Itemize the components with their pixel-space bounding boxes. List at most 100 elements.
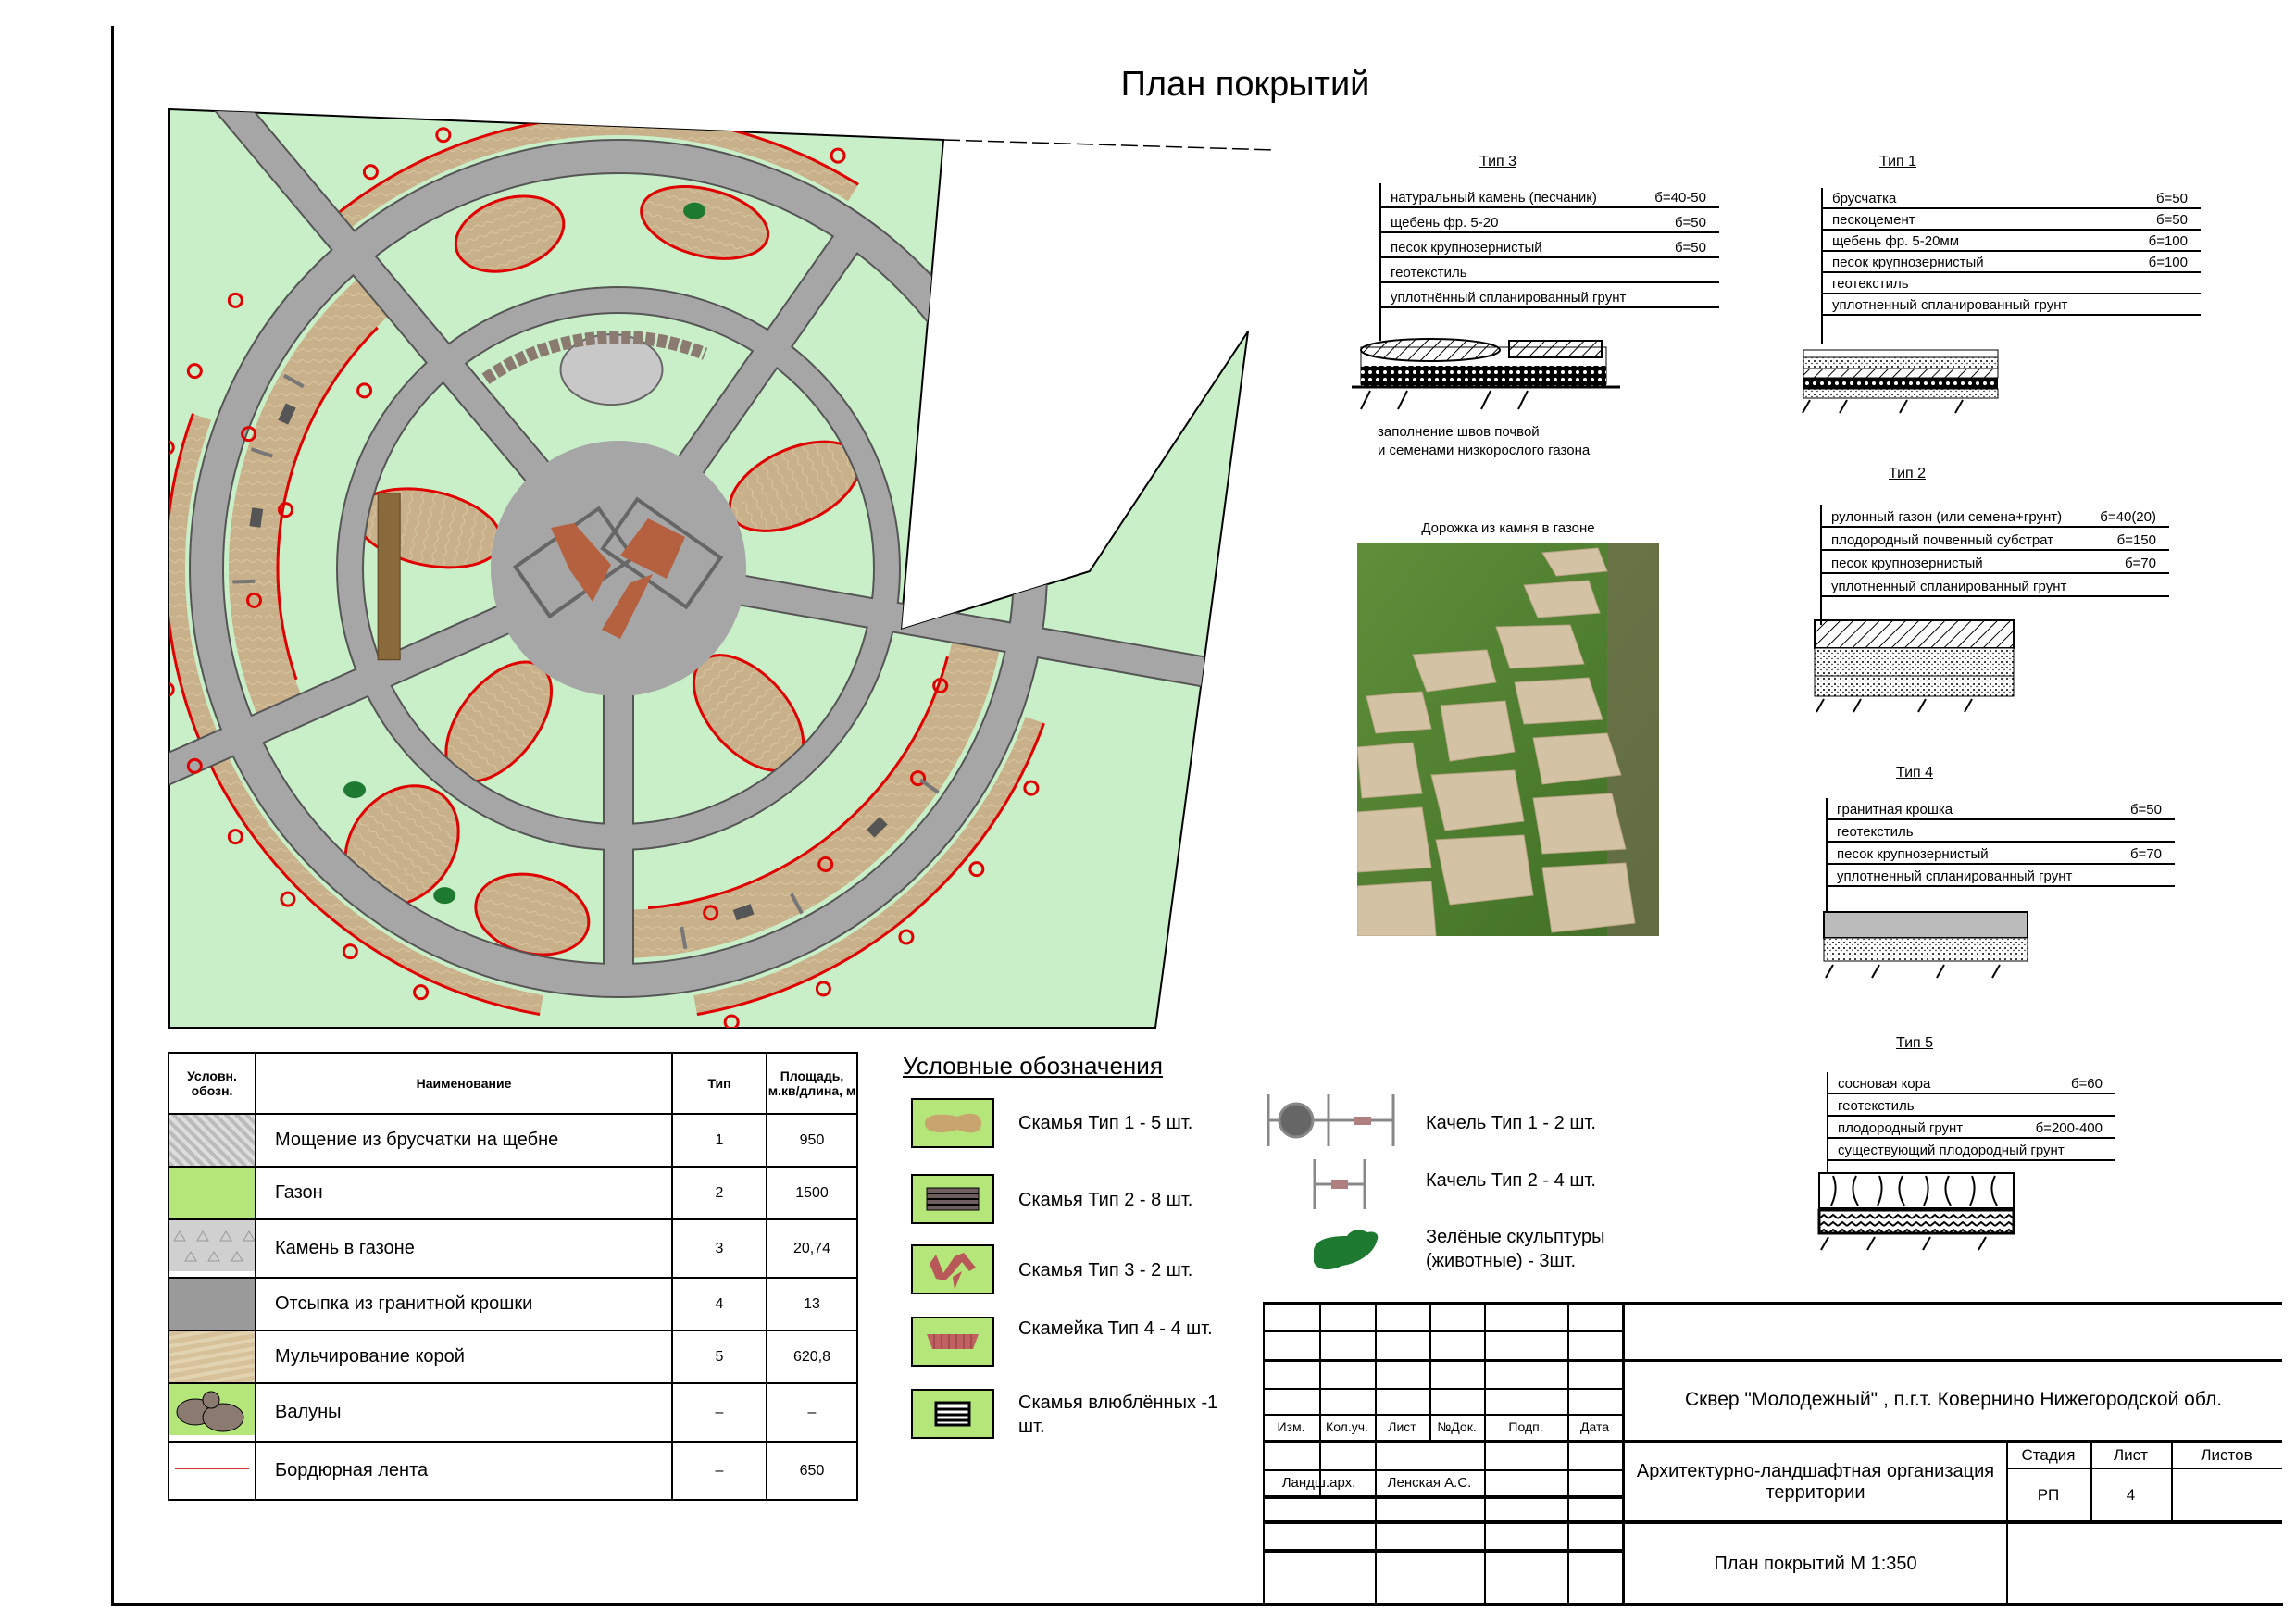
layer-name: песок крупнозернистый [1391,240,1542,256]
bench-type3 [602,574,653,639]
col-header-date: Дата [1579,1419,1609,1434]
section-drawing-type4 [1823,911,2028,979]
swing-type1-icon [1267,1094,1395,1146]
table-row: Мощение из брусчатки на щебне 1 950 [168,1113,858,1168]
tree [755,116,771,132]
row-area: 1500 [766,1166,858,1220]
tree [280,891,296,907]
swatch-lawn [168,1166,256,1220]
layer-thickness: б=50 [2155,212,2188,228]
table-row: Отсыпка из гранитной крошки 4 13 [168,1277,858,1331]
sheet-label: Лист [2114,1446,2148,1464]
row-type: 2 [671,1166,767,1220]
layer-row: пескоцемент б=50 [1823,209,2201,231]
symbol-label: Качель Тип 2 - 4 шт. [1426,1170,1596,1191]
layer-thickness: б=150 [2116,532,2156,548]
tree [910,770,927,787]
bench-type2 [278,403,296,425]
stage-label: Стадия [2021,1446,2076,1464]
title-block: Изм. Кол.уч. Лист №Док. Подп. Дата Ландш… [1263,1302,2282,1604]
outer-mulch-band [340,117,858,228]
layer-thickness: б=40(20) [2100,509,2156,525]
layer-name: рулонный газон (или семена+грунт) [1831,509,2063,525]
layer-name: сосновая кора [1838,1076,1931,1092]
layer-row: уплотнённый спланированный грунт [1381,283,1719,308]
row-area: 20,74 [766,1218,858,1279]
symbol-label: Качель Тип 1 - 2 шт. [1426,1113,1596,1133]
col-header-doc: №Док. [1437,1419,1477,1434]
tree [513,109,530,119]
outer-mulch-band [693,717,1043,1014]
header-name: Наименование [255,1052,673,1115]
inner-ring-road [338,288,899,849]
legend-table-header: Условн. обозн. Наименование Тип Площадь,… [168,1052,858,1115]
tree [186,363,203,380]
layer-row: геотекстиль [1828,1094,2115,1117]
layer-name: геотекстиль [1838,1098,1915,1114]
layer-name: уплотненный спланированный грунт [1837,868,2073,884]
swing [232,579,256,584]
layer-row: геотекстиль [1381,258,1719,283]
layer-name: щебень фр. 5-20мм [1832,233,1960,249]
mulch-bed [454,194,566,273]
leader-line [1826,887,1828,915]
tree [703,905,719,921]
layer-name: плодородный грунт [1838,1120,1964,1136]
author-name: Ленская А.С. [1387,1474,1472,1491]
layer-name: песок крупнозернистый [1831,556,1983,571]
tree [169,681,175,698]
row-name: Отсыпка из гранитной крошки [255,1277,673,1331]
row-area: 950 [766,1113,858,1168]
bench-type4-icon [911,1317,994,1367]
tree [278,502,294,518]
tree [413,984,430,1001]
bench-type2 [866,816,888,838]
swatch-border-tape [168,1441,256,1501]
tree [169,439,175,456]
layer-row: уплотненный спланированный грунт [1822,574,2169,597]
layer-row: уплотненный спланированный грунт [1828,865,2175,887]
bench-type3-icon [911,1244,994,1294]
photo-caption: Дорожка из камня в газоне [1421,520,1595,536]
layer-name: натуральный камень (песчаник) [1391,190,1597,206]
row-type: 3 [671,1218,767,1279]
layer-thickness: б=40-50 [1654,190,1706,206]
table-row: Валуны – – [168,1382,858,1443]
role-label: Ландш.арх. [1281,1474,1356,1491]
layer-name: уплотненный спланированный грунт [1831,579,2067,594]
swing [790,893,804,915]
swing [918,778,940,794]
tree [146,521,159,534]
swatch-granite-chips [168,1277,256,1331]
section-type-label: Тип 2 [1889,466,1927,481]
swing-type2-icon [1313,1159,1366,1209]
border-tape [169,413,541,1017]
tree [815,981,831,997]
layer-thickness: б=100 [2148,255,2188,270]
section-type-label: Тип 5 [1896,1035,1934,1051]
header-type: Тип [671,1052,767,1115]
header-area: Площадь, м.кв/длина, м [766,1052,858,1115]
boundary-dashed-line [942,139,1276,151]
row-name: Газон [255,1166,673,1220]
tree [186,757,203,774]
swing [250,447,273,458]
sheet-title: План покрытий М 1:350 [1714,1553,1917,1574]
symbol-label: Скамья Тип 3 - 2 шт. [1018,1260,1193,1280]
layer-name: уплотнённый спланированный грунт [1391,290,1627,306]
row-name: Валуны [255,1382,673,1443]
tree [898,929,915,945]
leader-line [1821,316,1823,344]
symbols-title: Условные обозначения [903,1052,1163,1080]
page-title: План покрытий [1120,65,1370,104]
layer-name: гранитная крошка [1837,802,1953,818]
swatch-paving [168,1113,256,1168]
layer-name: пескоцемент [1832,212,1915,228]
tree [1023,780,1040,796]
bench-type2 [249,507,264,528]
